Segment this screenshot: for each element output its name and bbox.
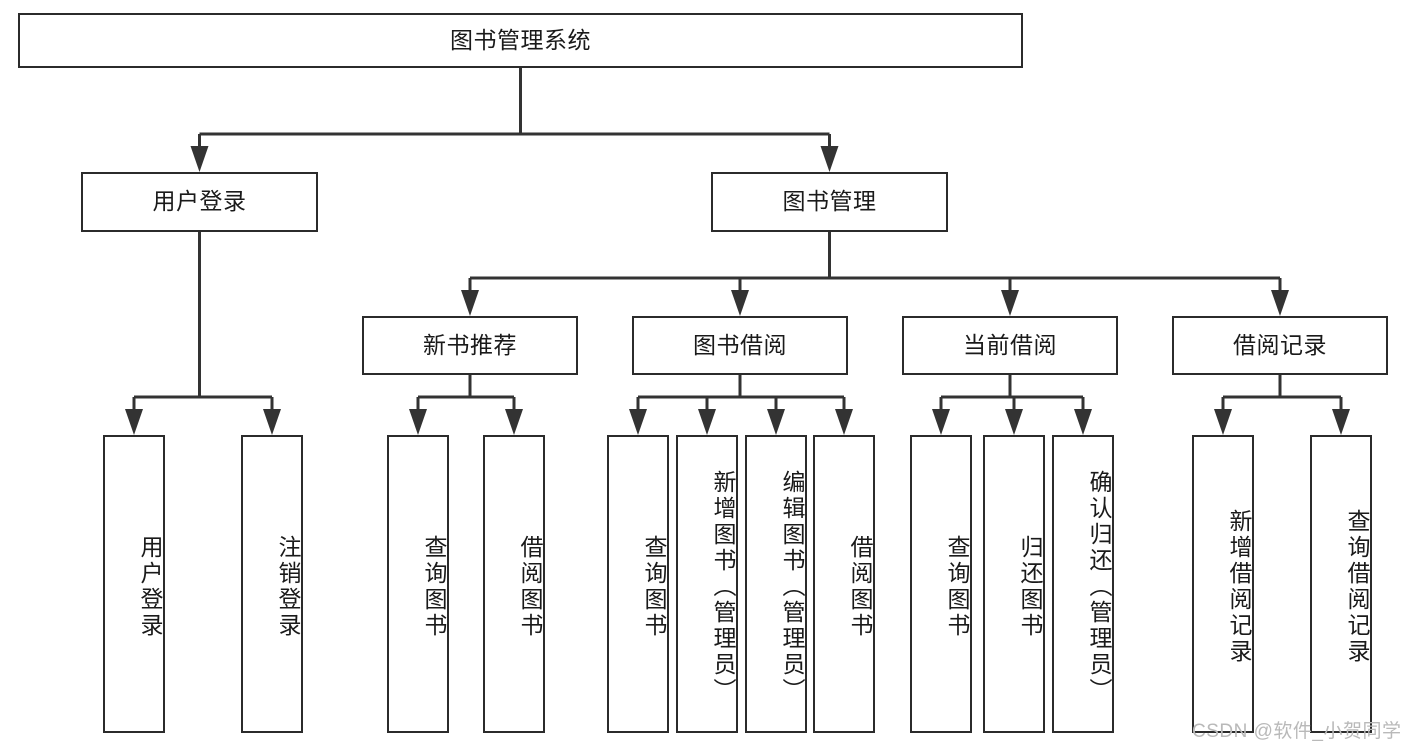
node-label: 新增借阅记录	[1226, 509, 1252, 665]
node-label: 查询图书	[641, 535, 667, 639]
watermark: CSDN @软件_小贺同学	[1192, 721, 1402, 742]
node-label: 新书推荐	[423, 331, 517, 358]
node-label: 用户登录	[137, 535, 163, 639]
node-leaf-confirm-return[interactable]: 确认归还（管理员）	[1052, 435, 1114, 733]
node-label: 查询借阅记录	[1344, 509, 1370, 665]
node-leaf-query-record[interactable]: 查询借阅记录	[1310, 435, 1372, 733]
node-label: 新增图书（管理员）	[710, 470, 736, 704]
node-leaf-borrow-book-new[interactable]: 借阅图书	[483, 435, 545, 733]
node-leaf-borrow-book[interactable]: 借阅图书	[813, 435, 875, 733]
node-leaf-query-book-cur[interactable]: 查询图书	[910, 435, 972, 733]
node-leaf-query-book[interactable]: 查询图书	[607, 435, 669, 733]
node-label: 用户登录	[152, 188, 247, 215]
node-label: 查询图书	[944, 535, 970, 639]
node-label: 归还图书	[1017, 535, 1043, 639]
node-root[interactable]: 图书管理系统	[18, 13, 1023, 68]
node-leaf-query-book-new[interactable]: 查询图书	[387, 435, 449, 733]
node-label: 编辑图书（管理员）	[779, 470, 805, 704]
node-current[interactable]: 当前借阅	[902, 316, 1118, 375]
node-leaf-logout[interactable]: 注销登录	[241, 435, 303, 733]
node-label: 注销登录	[275, 535, 301, 639]
node-label: 图书管理系统	[450, 26, 591, 53]
node-label: 图书借阅	[693, 331, 787, 358]
node-leaf-add-book[interactable]: 新增图书（管理员）	[676, 435, 738, 733]
node-label: 图书管理	[782, 188, 877, 215]
node-leaf-return-book[interactable]: 归还图书	[983, 435, 1045, 733]
node-bookmgmt[interactable]: 图书管理	[711, 172, 948, 232]
node-login[interactable]: 用户登录	[81, 172, 318, 232]
node-newbook[interactable]: 新书推荐	[362, 316, 578, 375]
node-records[interactable]: 借阅记录	[1172, 316, 1388, 375]
node-label: 确认归还（管理员）	[1086, 470, 1112, 704]
node-label: 查询图书	[421, 535, 447, 639]
node-leaf-edit-book[interactable]: 编辑图书（管理员）	[745, 435, 807, 733]
node-leaf-user-login[interactable]: 用户登录	[103, 435, 165, 733]
node-label: 当前借阅	[963, 331, 1057, 358]
node-label: 借阅图书	[517, 535, 543, 639]
node-label: 借阅图书	[847, 535, 873, 639]
node-borrow[interactable]: 图书借阅	[632, 316, 848, 375]
node-label: 借阅记录	[1233, 331, 1327, 358]
node-leaf-add-record[interactable]: 新增借阅记录	[1192, 435, 1254, 733]
